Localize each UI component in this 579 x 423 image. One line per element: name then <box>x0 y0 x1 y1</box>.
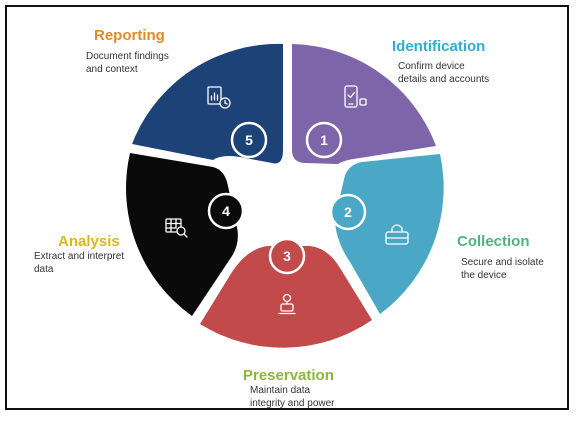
stage-title-collection: Collection <box>457 233 530 250</box>
badge-5-number: 5 <box>245 132 253 148</box>
hourglass-icon <box>278 293 296 315</box>
lock-icon <box>385 224 409 245</box>
badge-3: 3 <box>268 237 306 275</box>
badge-1-number: 1 <box>320 132 328 148</box>
badge-5: 5 <box>230 121 268 159</box>
stage-desc-preservation: Maintain data integrity and power <box>250 385 335 409</box>
badge-4-number: 4 <box>222 203 230 219</box>
stage-title-preservation: Preservation <box>243 367 334 384</box>
diagram-frame <box>5 5 569 410</box>
badge-2-number: 2 <box>344 204 352 220</box>
badge-3-number: 3 <box>283 248 291 264</box>
stage-title-reporting: Reporting <box>94 27 165 44</box>
segment-collection <box>335 154 444 314</box>
stage-title-identification: Identification <box>392 38 486 55</box>
stage-desc-reporting: Document findings and context <box>86 51 169 75</box>
segment-preservation <box>200 246 372 348</box>
badge-4: 4 <box>207 192 245 230</box>
report-clock-icon <box>207 86 231 109</box>
stage-title-analysis: Analysis <box>58 233 120 250</box>
stage-desc-analysis: Extract and interpret data <box>34 251 125 275</box>
stage-desc-collection: Secure and isolate the device <box>461 257 544 281</box>
badge-2: 2 <box>329 193 367 231</box>
stage-desc-identification: Confirm device details and accounts <box>398 61 490 85</box>
phone-check-icon <box>344 85 367 108</box>
badge-1: 1 <box>305 121 343 159</box>
table-search-icon <box>165 218 188 238</box>
